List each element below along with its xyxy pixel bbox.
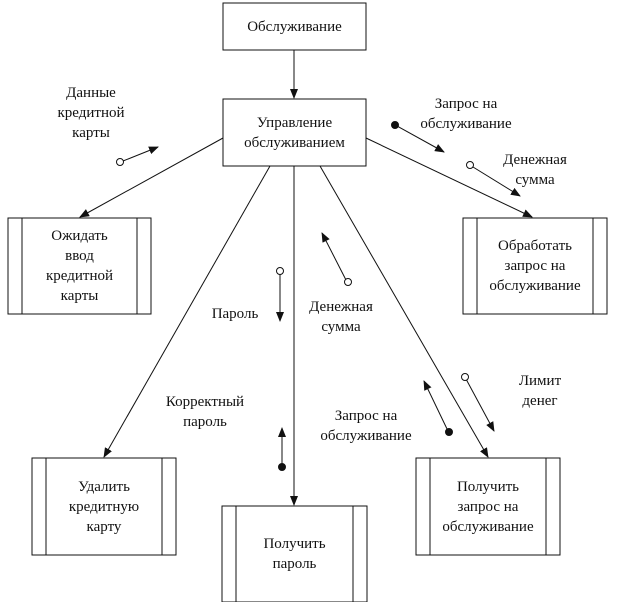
node-get-request-box [415, 457, 561, 556]
label-card-data: Данные кредитной карты [57, 85, 125, 141]
node-get-request: Получить запрос на обслуживание [442, 478, 534, 535]
coupling-open-circle [466, 161, 474, 169]
coupling-open-circle [461, 373, 469, 381]
label-limit: Лимит денег [518, 373, 562, 409]
edge-manage-remove [103, 165, 271, 458]
node-get-password-box [221, 505, 368, 602]
node-remove-card-box [31, 457, 177, 556]
coupling-filled-circle [445, 428, 453, 436]
label-request-top: Запрос на обслуживание [420, 96, 512, 132]
node-get-password: Получить пароль [263, 536, 326, 572]
flow-amount-top-arrow [472, 166, 521, 197]
node-process-request-box [462, 217, 608, 315]
coupling-filled-circle [278, 463, 286, 471]
label-correct-password: Корректный пароль [165, 394, 245, 430]
coupling-open-circle [116, 158, 124, 166]
label-amount-top: Денежная сумма [503, 152, 567, 188]
node-manage: Управление обслуживанием [244, 114, 345, 151]
flow-limit-arrow [465, 378, 495, 432]
coupling-open-circle [344, 278, 352, 286]
flow-request-bottom-arrow [423, 380, 449, 432]
coupling-filled-circle [391, 121, 399, 129]
flow-request-top-arrow [396, 125, 445, 153]
edge-manage-getreq [319, 165, 489, 458]
node-wait-card: Ожидать ввод кредитной карты [45, 228, 114, 304]
node-service: Обслуживание [247, 18, 342, 35]
flow-card-data-arrow [122, 146, 159, 162]
label-amount-mid: Денежная сумма [309, 299, 373, 335]
flow-amount-mid-arrow [321, 232, 347, 281]
node-remove-card: Удалить кредитную карту [68, 478, 140, 535]
node-manage-box [222, 98, 367, 167]
node-service-box [222, 2, 367, 51]
label-password: Пароль [211, 306, 259, 322]
coupling-open-circle [276, 267, 284, 275]
edge-manage-wait [79, 137, 224, 218]
node-wait-card-box [7, 217, 152, 315]
edge-manage-process [365, 137, 533, 218]
label-request-bottom: Запрос на обслуживание [320, 408, 412, 444]
node-process-request: Обработать запрос на обслуживание [489, 238, 581, 294]
